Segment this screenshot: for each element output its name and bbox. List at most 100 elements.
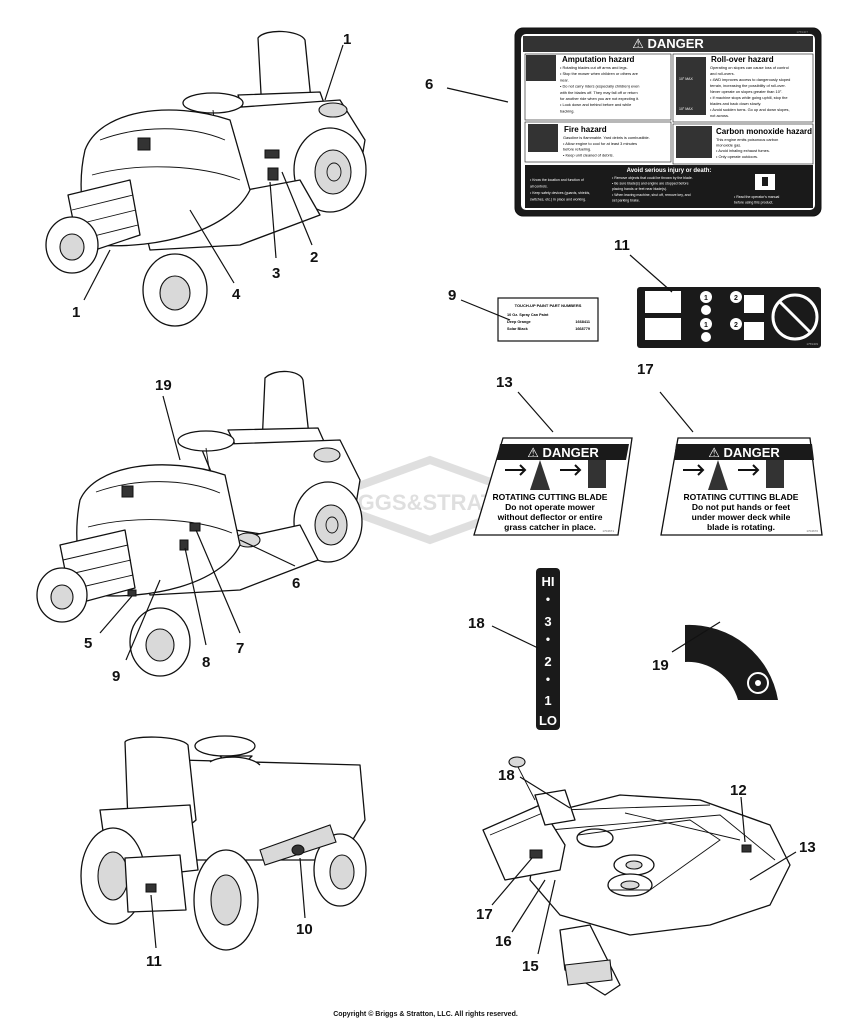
decal-6-part-number: 1759407 (796, 30, 808, 34)
height-label-1: 1 (544, 693, 551, 708)
callouts-tractor-2: 19 6 5 7 8 9 (84, 377, 300, 685)
co-lines-line: • Only operate outdoors. (716, 154, 758, 159)
decal-location-8 (179, 539, 189, 551)
roll-lines-line: not across. (710, 113, 729, 118)
fire-lines-line: before refueling. (563, 147, 591, 152)
co-text: This engine emits poisonous carbonmonoxi… (716, 137, 778, 159)
avoid-col1-line: switches, etc.) in place and working. (530, 198, 586, 202)
amp-lines-line: backing. (560, 108, 575, 113)
roll-lines-line: • Avoid sudden turns. Go up and down slo… (710, 107, 790, 112)
blade-danger-decal-13: ⚠ DANGER ROTATING CUTTING BLADE Do not o… (473, 437, 633, 536)
co-title: Carbon monoxide hazard (716, 127, 812, 136)
callout-17-top: 17 (637, 361, 654, 378)
tractor-rear-view (80, 735, 367, 951)
callout-13-bottom: 13 (799, 839, 816, 856)
callout-6-top: 6 (425, 76, 433, 93)
height-label-3: 3 (544, 614, 551, 629)
avoid-title: Avoid serious injury or death: (627, 168, 712, 174)
amp-lines-line: for another ride when you are not expect… (560, 96, 639, 101)
height-decal-18: HI • 3 • 2 • 1 LO (536, 568, 560, 730)
decal-11-part-number: 1759409 (806, 342, 818, 346)
fire-pictogram (528, 124, 558, 152)
prohibited-icon (771, 293, 819, 341)
avoid-col1-line: • Keep safety devices (guards, shields, (530, 191, 590, 195)
avoid-col2-line: placing hands or feet near blade(s). (612, 187, 667, 191)
roll-lines-line: terrain, increasing the possibility of r… (710, 83, 786, 88)
paint-subtitle: 10 Oz. Spray Can Paint (507, 313, 549, 317)
roll-lines-line: blades and back down slowly. (710, 101, 761, 106)
engine-start-icon (747, 672, 769, 694)
callout-5: 5 (84, 635, 92, 652)
mower-deck (482, 756, 791, 996)
callouts-mower-deck: 18 12 13 17 16 15 (476, 767, 816, 975)
danger-decal-6: ⚠ DANGER 1759407 Amputation hazard • Rot… (514, 27, 822, 217)
co-lines-line: • Avoid inhaling exhaust fumes. (716, 148, 770, 153)
callouts-tractor-1: 1 1 2 3 4 (72, 31, 351, 321)
decal-11-step-1a: 1 (704, 295, 708, 302)
decal-11-step-1b: 1 (704, 322, 708, 329)
paint-row-2-name: Solar Black (507, 327, 529, 331)
switch-on-label: I (741, 622, 745, 639)
amp-lines-line: with the blades off. They may fall off o… (560, 90, 638, 95)
avoid-col2-line: • Remove objects that could be thrown by… (612, 176, 693, 180)
callout-8: 8 (202, 654, 210, 671)
avoid-col2-line: • When leaving machine, shut off, remove… (612, 193, 691, 197)
avoid-col3-line: before using this product. (734, 201, 773, 205)
avoid-col3-line: • Read the operator's manual (734, 195, 780, 199)
decal-17-line-4: blade is rotating. (707, 522, 775, 532)
instruction-decal-11: 1 2 1 2 1759409 (637, 287, 821, 348)
blade-danger-decal-17: ⚠ DANGER ROTATING CUTTING BLADE Do not p… (660, 437, 823, 536)
callout-15: 15 (522, 958, 539, 975)
roll-lines-line: • 4WD improves access to dangerously slo… (710, 77, 790, 82)
amp-lines-line: near. (560, 77, 569, 82)
callout-7: 7 (236, 640, 244, 657)
decal-17-line-1: ROTATING CUTTING BLADE (684, 492, 799, 502)
callout-16: 16 (495, 933, 512, 950)
carbon-monoxide-pictogram (676, 126, 712, 158)
decal-13-line-1: ROTATING CUTTING BLADE (493, 492, 608, 502)
decal-17-line-3: under mower deck while (692, 512, 791, 522)
paint-row-1-name: Deep Orange (507, 320, 531, 324)
callout-6-bottom: 6 (292, 575, 300, 592)
callout-19-left: 19 (155, 377, 172, 394)
callouts-tractor-3: 10 11 (146, 857, 313, 970)
callout-4: 4 (232, 286, 241, 303)
decal-13-line-4: grass catcher in place. (504, 522, 596, 532)
height-dot-1: • (546, 592, 550, 606)
height-dot-2: • (546, 632, 550, 646)
tractor-front-view-2 (36, 370, 363, 677)
callout-19-right: 19 (652, 657, 669, 674)
callout-10: 10 (296, 921, 313, 938)
amputation-title: Amputation hazard (562, 55, 635, 64)
avoid-col2-line: • Be sure blade(s) and engine are stoppe… (612, 182, 689, 186)
avoid-col1: • Know the location and function of all … (530, 178, 590, 202)
decal-13-line-3: without deflector or entire (497, 512, 603, 522)
decal-location-5 (127, 589, 137, 597)
decal-17-part-number: 1704670 (806, 529, 818, 533)
avoid-col3: • Read the operator's manual before usin… (734, 195, 780, 205)
height-label-hi: HI (542, 574, 555, 589)
fire-lines-line: Gasoline is flammable. Yard debris is co… (563, 135, 650, 140)
amp-lines-line: • Stop the mower when children or others… (560, 71, 638, 76)
decal-17-header: ⚠ DANGER (708, 445, 780, 460)
paint-title: TOUCH-UP PAINT PART NUMBERS (515, 303, 582, 308)
paint-row-2-number: 1668779 (575, 327, 590, 331)
callout-3: 3 (272, 265, 280, 282)
callout-9-bottom: 9 (112, 668, 120, 685)
callout-18-top: 18 (468, 615, 485, 632)
height-label-lo: LO (539, 713, 557, 728)
avoid-col2: • Remove objects that could be thrown by… (612, 176, 693, 202)
callout-9-top: 9 (448, 287, 456, 304)
co-lines-line: monoxide gas. (716, 143, 741, 148)
decal-location-3 (267, 167, 279, 181)
avoid-col2-line: set parking brake. (612, 198, 640, 202)
switch-off-label: O (705, 601, 716, 617)
decal-13-part-number: 1704671 (602, 529, 614, 533)
avoid-col1-line: • Know the location and function of (530, 178, 584, 182)
decal-13-line-2: Do not operate mower (505, 502, 595, 512)
callout-18-bottom: 18 (498, 767, 515, 784)
decal-17-line-2: Do not put hands or feet (692, 502, 790, 512)
amp-lines-line: • Look down and behind before and while (560, 102, 631, 107)
roll-lines-line: • If machine stops while going uphill, s… (710, 95, 788, 100)
